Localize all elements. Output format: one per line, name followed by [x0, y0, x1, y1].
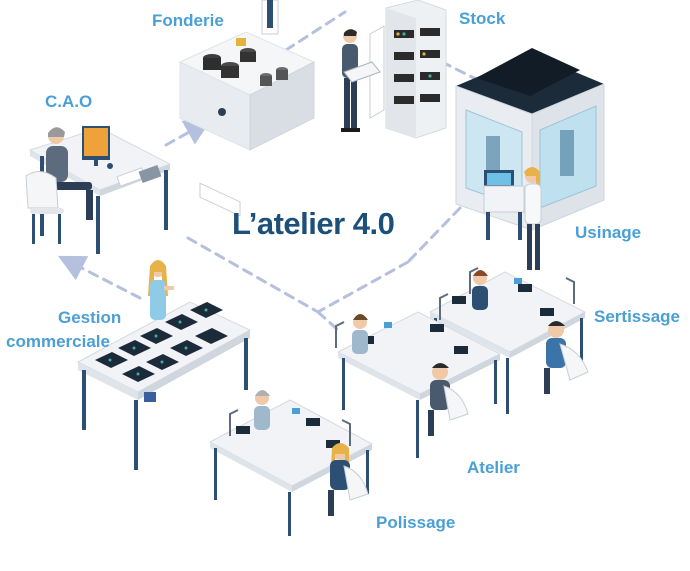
worker-atelier-back [352, 314, 368, 354]
worker-polissage-back [254, 390, 270, 430]
flow-cao-fonderie [164, 119, 212, 147]
diagram-title: L’atelier 4.0 [232, 206, 395, 241]
label-cao: C.A.O [45, 92, 93, 111]
label-gestion-line1: Gestion [58, 308, 122, 327]
label-usinage: Usinage [575, 223, 642, 242]
flow-atelier-polissage [316, 310, 340, 332]
flow-cao-atelier [186, 236, 320, 314]
label-fonderie: Fonderie [152, 11, 224, 30]
stock-station [341, 0, 447, 139]
flow-fonderie-stock [284, 10, 347, 52]
flow-gestion-cao [57, 255, 142, 300]
label-gestion-line2: commerciale [6, 332, 110, 351]
flow-lines [57, 10, 480, 332]
usinage-station [455, 48, 605, 270]
flow-stock-usinage [440, 60, 480, 82]
label-atelier: Atelier [467, 458, 520, 477]
worker-polissage-front [328, 443, 369, 516]
label-stock: Stock [459, 9, 506, 28]
worker-atelier-front [428, 363, 469, 436]
fonderie-station [178, 0, 316, 217]
gestion-station [76, 260, 252, 470]
flow-usinage-atelier [406, 206, 462, 264]
cao-station [25, 126, 172, 254]
worker-sertissage-back [472, 270, 488, 310]
label-sertissage: Sertissage [594, 307, 680, 326]
atelier-benches [208, 267, 589, 536]
label-polissage: Polissage [376, 513, 456, 532]
flow-atelier-center [316, 260, 410, 314]
worker-sertissage-front [544, 321, 589, 394]
